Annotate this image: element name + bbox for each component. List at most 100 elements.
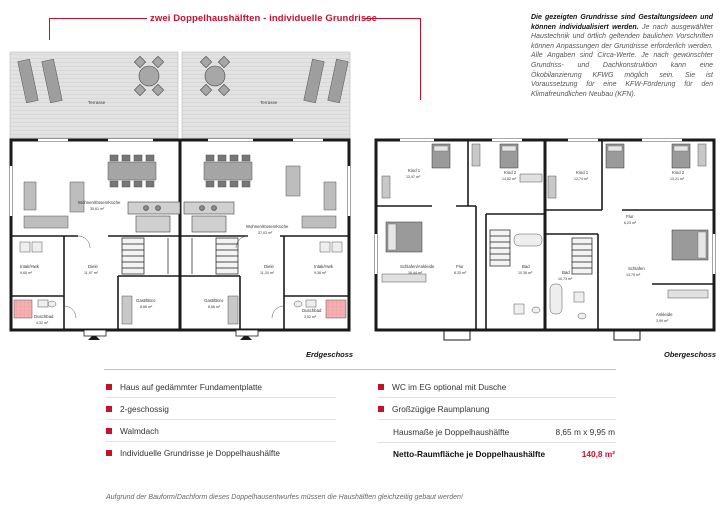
headline-leader-drop xyxy=(49,18,50,40)
ground-floor-windows xyxy=(9,138,351,216)
room-label: Bad xyxy=(522,264,530,269)
room-label: Kind 1 xyxy=(408,168,421,173)
upper-floor-windows xyxy=(374,138,716,274)
feature-item: WC im EG optional mit Dusche xyxy=(378,376,616,398)
lounger-icon xyxy=(17,58,349,104)
ground-floor-plan: Terrasse Terrasse xyxy=(9,51,351,340)
bullet-icon xyxy=(106,428,112,434)
feature-separator xyxy=(378,419,616,420)
feature-item: 2-geschossig xyxy=(106,398,336,420)
room-label: Diele xyxy=(264,264,274,269)
feature-text: Walmdach xyxy=(120,426,159,436)
bullet-icon xyxy=(106,450,112,456)
spec-separator xyxy=(378,442,616,443)
upper-floor-walls xyxy=(374,138,716,332)
bathroom-fixtures-icon xyxy=(513,233,587,320)
room-area: 6,33 m² xyxy=(454,271,467,275)
room-label: Kind 2 xyxy=(672,170,685,175)
room-label: Kind 1 xyxy=(576,170,589,175)
spec-net-area: Netto-Raumfläche je Doppelhaushälfte 140… xyxy=(393,449,615,459)
feature-separator xyxy=(106,419,336,420)
feature-item: Haus auf gedämmter Fundamentplatte xyxy=(106,376,336,398)
feature-item: Großzügige Raumplanung xyxy=(378,398,616,420)
room-area: 3,52 m² xyxy=(304,315,317,319)
room-area: 8,66 m² xyxy=(140,305,153,309)
entrance-step-right xyxy=(235,329,259,337)
feature-item: Individuelle Grundrisse je Doppelhaushäl… xyxy=(106,442,336,464)
disclaimer-bold: Die gezeigten Grundrisse sind Gestaltung… xyxy=(531,14,713,31)
patio-table-icon xyxy=(133,55,231,97)
ground-floor-caption: Erdgeschoss xyxy=(306,350,354,359)
spec-label: Netto-Raumfläche je Doppelhaushälfte xyxy=(393,449,546,459)
room-area: 35,61 m² xyxy=(90,207,105,211)
upper-floor-interior-walls xyxy=(376,140,714,330)
room-area: 10,36 m² xyxy=(518,271,533,275)
room-area: 9,65 m² xyxy=(20,271,33,275)
wardrobe-icon xyxy=(381,173,709,299)
divider xyxy=(104,369,616,370)
room-label: Flur xyxy=(626,214,634,219)
kitchen-counter-icon xyxy=(127,201,235,233)
spec-label: Hausmaße je Doppelhaushälfte xyxy=(393,427,510,437)
headline-leader-right xyxy=(363,18,420,19)
bay-window-icon xyxy=(443,330,641,341)
features-left: Haus auf gedämmter Fundamentplatte 2-ges… xyxy=(106,376,336,464)
desk-icon xyxy=(381,143,707,199)
staircase-icon xyxy=(121,237,239,275)
headline-leader-right-drop xyxy=(420,18,421,100)
dining-table-icon xyxy=(107,154,253,188)
feature-text: Individuelle Grundrisse je Doppelhaushäl… xyxy=(120,448,281,458)
room-label: Wohnen/Essen/Küche xyxy=(78,200,121,205)
desk-icon xyxy=(121,295,239,325)
room-label: Schlafen xyxy=(628,266,645,271)
room-label: Diele xyxy=(88,264,98,269)
feature-separator xyxy=(106,441,336,442)
features-right: WC im EG optional mit Dusche Großzügige … xyxy=(378,376,616,420)
sofa-icon xyxy=(23,165,337,229)
ground-floor-walls xyxy=(9,138,351,332)
room-label: Schlafen/Ankleide xyxy=(400,264,435,269)
room-area: 13,97 m² xyxy=(406,175,421,179)
ground-floor-interior-walls xyxy=(11,235,349,330)
footnote: Aufgrund der Bauform/Dachform dieses Dop… xyxy=(106,494,463,501)
room-label: Ankleide xyxy=(656,312,673,317)
spec-house-dimensions: Hausmaße je Doppelhaushälfte 8,65 m x 9,… xyxy=(393,427,615,437)
room-label: Wohnen/Essen/Küche xyxy=(246,224,289,229)
room-area: 11,97 m² xyxy=(84,271,99,275)
room-area: 11,34 m² xyxy=(260,271,275,275)
room-label: Bad xyxy=(562,270,570,275)
bullet-icon xyxy=(106,406,112,412)
bathroom-fixtures-icon xyxy=(13,241,347,319)
feature-text: 2-geschossig xyxy=(120,404,169,414)
terrace-right-label: Terrasse xyxy=(260,100,278,105)
bullet-icon xyxy=(106,384,112,390)
room-label: Intak/Hwk xyxy=(20,264,40,269)
room-area: 16,44 m² xyxy=(408,271,423,275)
entrance-icon xyxy=(88,334,252,340)
feature-text: WC im EG optional mit Dusche xyxy=(392,382,507,392)
staircase-icon xyxy=(489,229,593,275)
spec-value: 8,65 m x 9,95 m xyxy=(555,427,616,437)
disclaimer: Die gezeigten Grundrisse sind Gestaltung… xyxy=(531,13,713,99)
door-swings xyxy=(63,235,285,319)
feature-separator xyxy=(106,397,336,398)
feature-separator xyxy=(378,397,616,398)
headline-leader-left xyxy=(49,18,147,19)
bullet-icon xyxy=(378,384,384,390)
room-area: 12,74 m² xyxy=(574,177,589,181)
room-area: 6,23 m² xyxy=(624,221,637,225)
upper-floor-caption: Obergeschoss xyxy=(664,350,717,359)
feature-item: Walmdach xyxy=(106,420,336,442)
room-label: Gast/Büro xyxy=(136,298,156,303)
room-area: 9,38 m² xyxy=(314,271,327,275)
room-label: Kind 2 xyxy=(504,170,517,175)
room-label: Intak/Hwk xyxy=(314,264,334,269)
bed-icon xyxy=(385,143,709,261)
room-label: Duschbad xyxy=(302,308,322,313)
room-area: 4,32 m² xyxy=(36,321,49,325)
entrance-step-left xyxy=(83,329,107,337)
room-area: 8,66 m² xyxy=(208,305,221,309)
room-area: 13,21 m² xyxy=(670,177,685,181)
pillow-icon xyxy=(387,145,707,259)
room-label: Gast/Büro xyxy=(204,298,224,303)
